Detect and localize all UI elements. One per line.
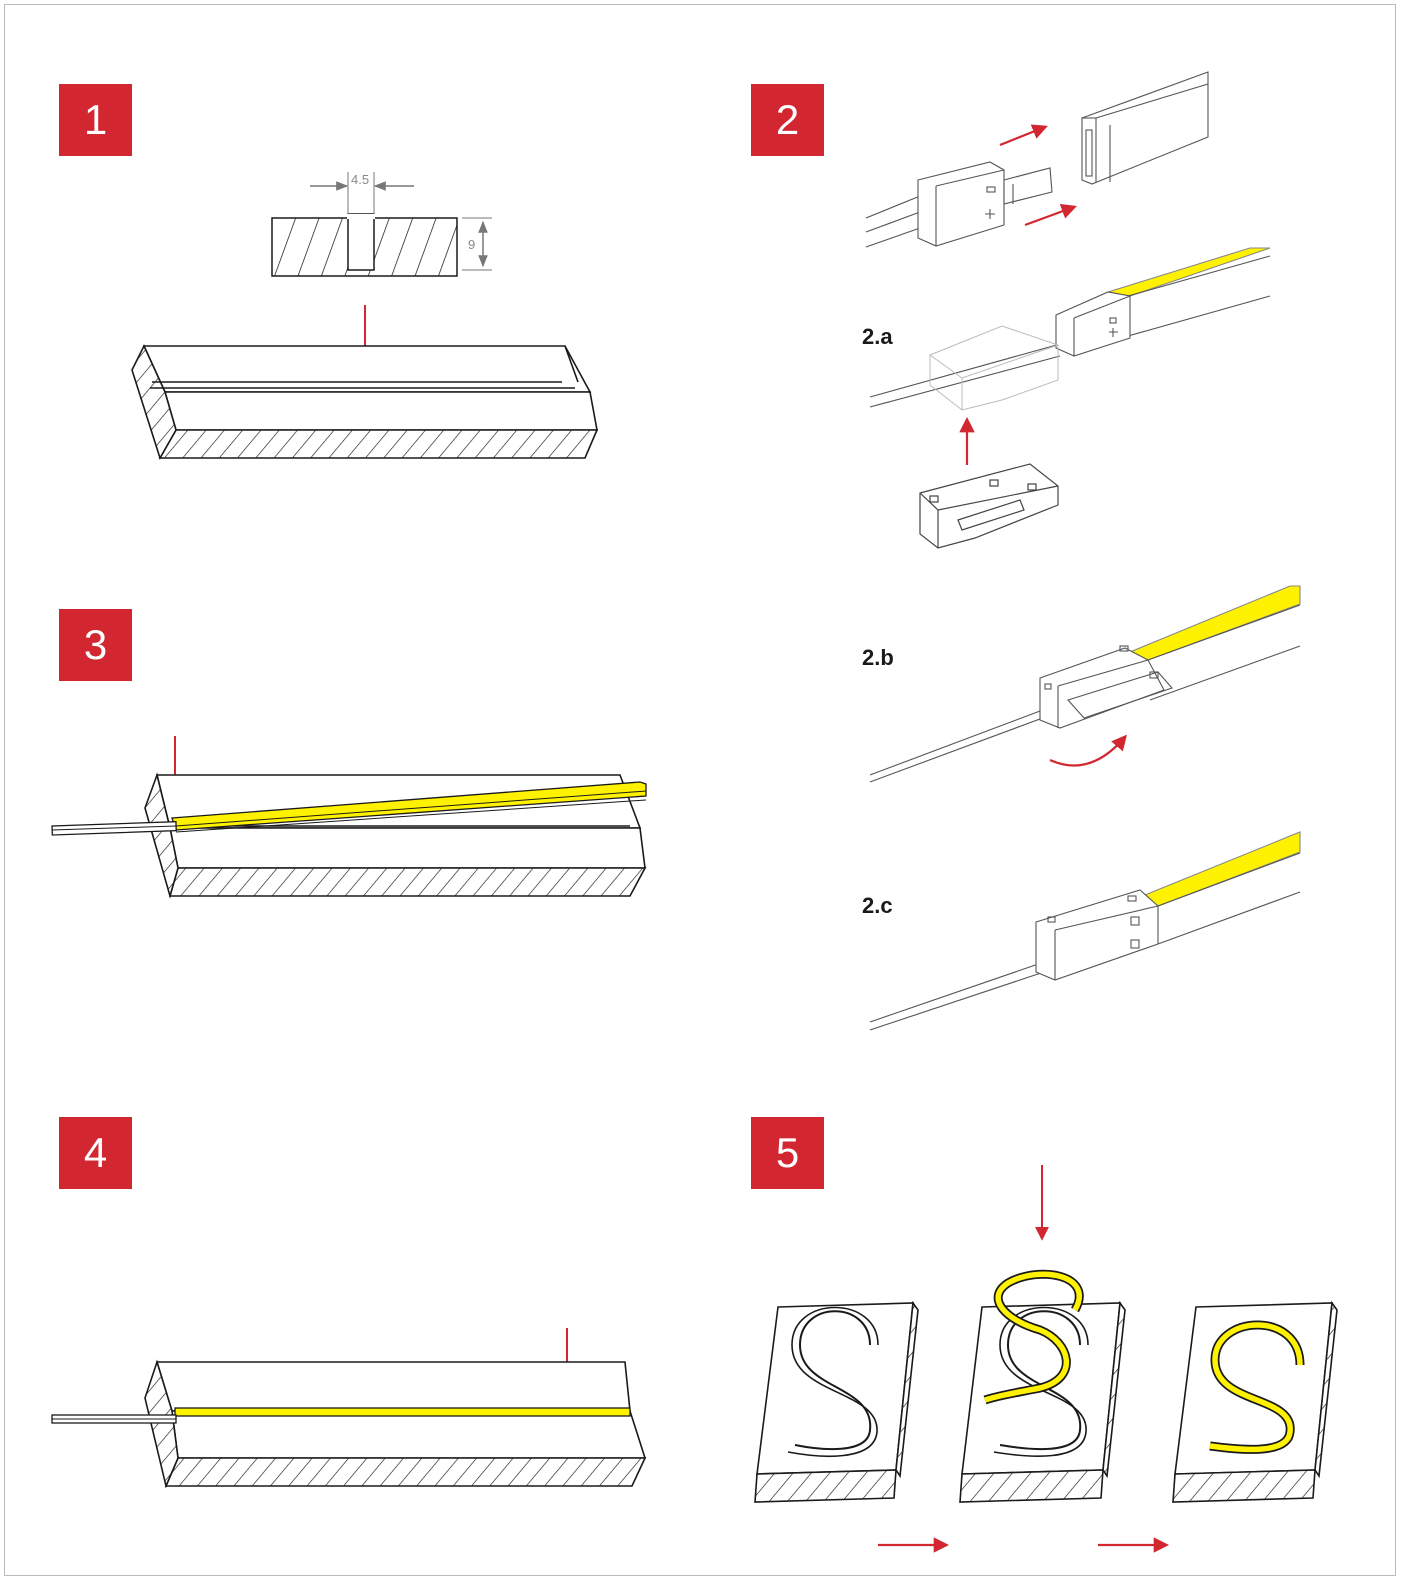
- step5-led-bending: [983, 1269, 1084, 1405]
- step2a-clip-ghost: [929, 325, 1059, 411]
- step2a-clip: [919, 463, 1059, 549]
- step2-connector-and-profile: [865, 71, 1209, 248]
- step2c-strip: [869, 831, 1301, 1031]
- step-5-badge: 5: [751, 1117, 824, 1189]
- step5-panel-empty: [754, 1300, 919, 1503]
- step1-grooved-block: [131, 344, 599, 460]
- step2b-rotate-arrow: [1049, 734, 1128, 767]
- step1-profile-section: 4.5 9: [271, 172, 492, 277]
- substep-2a-label: 2.a: [862, 324, 893, 349]
- step-3-badge: 3: [59, 609, 132, 681]
- dimension-depth-text: 9: [468, 237, 475, 252]
- substep-2c-label: 2.c: [862, 893, 893, 918]
- page-frame: [4, 4, 1396, 1576]
- step2-assembled-strip: [869, 247, 1271, 408]
- substep-2b-label: 2.b: [862, 645, 894, 670]
- step4-led-strip: [51, 1407, 631, 1424]
- step-2-badge: 2: [751, 84, 824, 156]
- step5-panel-done: [1172, 1300, 1338, 1503]
- step4-block: [144, 1359, 647, 1489]
- step-1-badge: 1: [59, 84, 132, 156]
- dimension-width-text: 4.5: [351, 172, 369, 187]
- step3-led-strip: [51, 781, 647, 836]
- step2-arrow-upper: [999, 124, 1048, 147]
- step-4-badge: 4: [59, 1117, 132, 1189]
- step2b-strip: [869, 585, 1301, 783]
- step2-arrow-lower: [1024, 204, 1077, 227]
